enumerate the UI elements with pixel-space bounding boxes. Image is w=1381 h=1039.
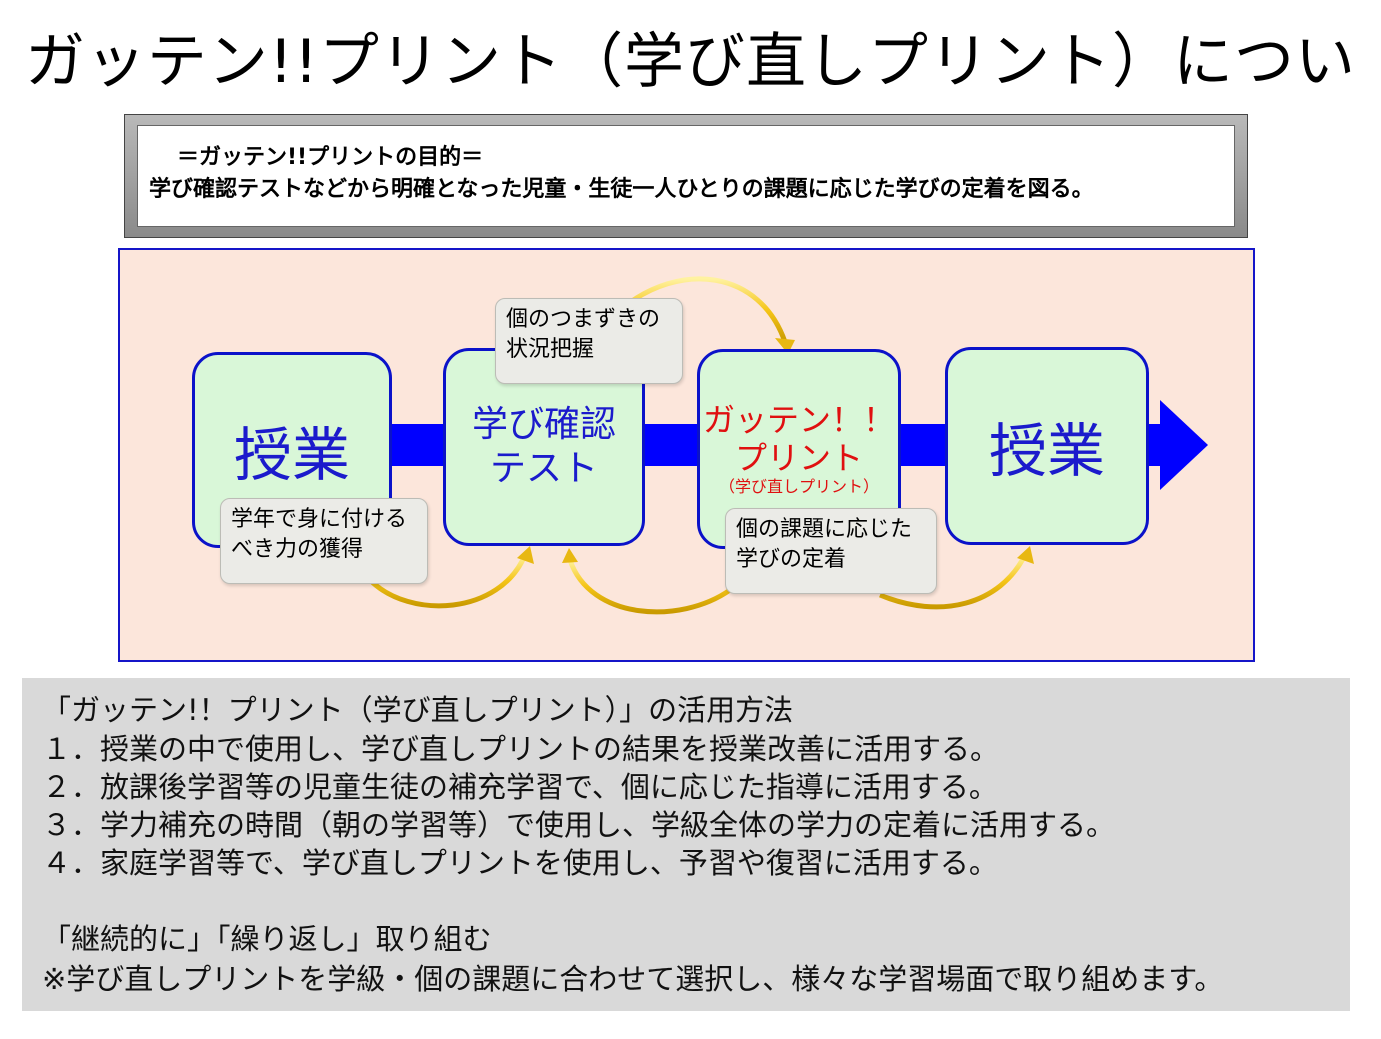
usage-heading: 「ガッテン!！プリント（学び直しプリント）」の活用方法 bbox=[42, 693, 794, 727]
note-stumble-line1: 個のつまずきの bbox=[506, 307, 661, 332]
note-individual-line2: 学びの定着 bbox=[736, 547, 847, 572]
step-check-test-label: 学び確認テスト bbox=[472, 403, 616, 491]
curve-arrow-right bbox=[879, 553, 1028, 610]
purpose-box: ＝ガッテン!!プリントの目的＝ 学び確認テストなどから明確となった児童・生徒一人… bbox=[124, 114, 1248, 238]
purpose-inner bbox=[137, 125, 1235, 227]
step-check-test-line2: テスト bbox=[489, 448, 598, 489]
step-gatten-print-label: ガッテン！！ プリント （学び直しプリント） bbox=[703, 401, 895, 497]
purpose-text: 学び確認テストなどから明確となった児童・生徒一人ひとりの課題に応じた学びの定着を… bbox=[149, 177, 1094, 202]
step-lesson-2: 授業 bbox=[945, 347, 1149, 545]
curve-arrow-left bbox=[368, 554, 528, 609]
flow-panel: 授業 学び確認テスト ガッテン！！ プリント （学び直しプリント） 授業 個のつ… bbox=[118, 248, 1255, 662]
step-gatten-line3: （学び直しプリント） bbox=[718, 477, 879, 496]
flow-arrow-head bbox=[1160, 400, 1208, 490]
note-stumble-line2: 状況把握 bbox=[506, 337, 595, 362]
step-gatten-line1: ガッテン！！ bbox=[702, 401, 895, 439]
step-gatten-line2: プリント bbox=[734, 439, 863, 477]
usage-item-3: ３．学力補充の時間（朝の学習等）で使用し、学級全体の学力の定着に活用する。 bbox=[42, 808, 1116, 842]
usage-item-2: ２．放課後学習等の児童生徒の補充学習で、個に応じた指導に活用する。 bbox=[42, 770, 998, 804]
curve-arrow-right-head bbox=[1017, 546, 1034, 564]
usage-motto: 「継続的に」「繰り返し」取り組む bbox=[42, 922, 492, 956]
usage-item-4: ４．家庭学習等で、学び直しプリントを使用し、予習や復習に活用する。 bbox=[42, 846, 998, 880]
step-lesson-2-label: 授業 bbox=[988, 417, 1105, 485]
curve-arrow-middle-head bbox=[562, 548, 578, 563]
note-individual: 個の課題に応じた 学びの定着 bbox=[725, 508, 937, 594]
note-individual-line1: 個の課題に応じた bbox=[736, 517, 913, 542]
usage-item-1: １．授業の中で使用し、学び直しプリントの結果を授業改善に活用する。 bbox=[42, 732, 1000, 766]
usage-note: ※学び直しプリントを学級・個の課題に合わせて選択し、様々な学習場面で取り組めます… bbox=[42, 962, 1224, 996]
curve-arrow-middle bbox=[567, 559, 732, 615]
curve-arrow-top bbox=[618, 276, 788, 343]
step-check-test-line1: 学び確認 bbox=[471, 404, 616, 445]
note-grade-skills: 学年で身に付ける べき力の獲得 bbox=[220, 498, 428, 584]
usage-box: 「ガッテン!！プリント（学び直しプリント）」の活用方法 １．授業の中で使用し、学… bbox=[22, 678, 1350, 1011]
note-stumble: 個のつまずきの 状況把握 bbox=[495, 298, 683, 384]
step-lesson-1-label: 授業 bbox=[233, 421, 350, 489]
purpose-heading: ＝ガッテン!!プリントの目的＝ bbox=[177, 145, 484, 170]
note-grade-skills-line1: 学年で身に付ける bbox=[231, 507, 408, 532]
curve-arrow-left-head bbox=[517, 546, 534, 564]
note-grade-skills-line2: べき力の獲得 bbox=[231, 537, 364, 562]
